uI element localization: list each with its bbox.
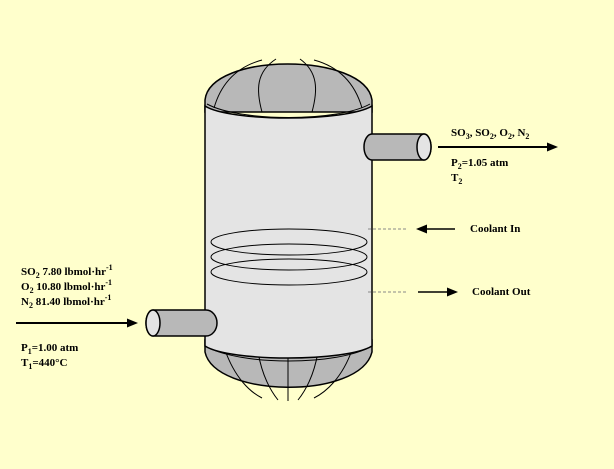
outlet-species-subscript: 2 [525, 132, 529, 141]
arrows [16, 142, 558, 328]
inlet-pressure-subscript: 1 [28, 347, 32, 356]
outlet-species-separator: , [470, 127, 476, 139]
inlet-species-label: O2 10.80 lbmol·hr-1 [21, 278, 112, 295]
coil-loop [210, 243, 368, 271]
outlet-species-symbol: SO [451, 127, 466, 139]
inlet-pipe-mouth [145, 309, 161, 337]
bottom-dome-rib [224, 349, 263, 399]
outlet-species-subscript: 2 [490, 132, 494, 141]
top-dome-rib [299, 58, 317, 113]
outlet-species-subscript: 3 [466, 132, 470, 141]
outlet-species-separator: , [494, 127, 500, 139]
inlet-arrow-head [127, 318, 138, 328]
outlet-species-label: SO3, SO2, O2, N2 [451, 127, 529, 141]
inlet-species-subscript: 2 [36, 271, 40, 280]
coil-loop [210, 228, 368, 256]
inlet-species-symbol: O [21, 281, 30, 293]
coolant-in-arrow-head [416, 224, 427, 234]
outlet-pipe-mouth [416, 133, 432, 161]
inlet-species-flow: 81.40 lbmol·hr [33, 296, 105, 308]
inlet-temperature-subscript: 1 [28, 362, 32, 371]
inlet-species-label: SO2 7.80 lbmol·hr-1 [21, 263, 113, 280]
top-dome [204, 58, 373, 118]
outlet-species-symbol: N [517, 127, 525, 139]
outlet-pressure-value: =1.05 atm [462, 157, 509, 169]
inlet-pressure-label: P1=1.00 atm [21, 342, 78, 356]
inlet-species-exponent: -1 [105, 293, 112, 302]
inlet-temperature-symbol: T [21, 357, 29, 369]
outlet-species-subscript: 2 [508, 132, 512, 141]
outlet-pipe [363, 133, 432, 161]
bottom-dome-rib [313, 349, 353, 399]
outlet-temperature-symbol: T [451, 172, 459, 184]
inlet-species-label: N2 81.40 lbmol·hr-1 [21, 293, 111, 310]
vessel-body [204, 104, 373, 359]
top-dome-rib [213, 59, 263, 109]
inlet-pressure-symbol: P [21, 342, 28, 354]
outlet-arrow-head [547, 142, 558, 152]
outlet-temperature-label: T2 [451, 172, 462, 186]
inlet-species-flow: 7.80 lbmol·hr [40, 266, 106, 278]
inlet-temperature-label: T1=440°C [21, 357, 68, 371]
inlet-pipe [145, 309, 218, 337]
inlet-species-symbol: SO [21, 266, 36, 278]
outlet-species-symbol: SO [475, 127, 490, 139]
inlet-species-symbol: N [21, 296, 29, 308]
outlet-pressure-symbol: P [451, 157, 458, 169]
coolant-in-label: Coolant In [470, 223, 520, 235]
vessel-body-shape [204, 104, 373, 359]
cooling-coil [210, 228, 408, 293]
inlet-species-flow: 10.80 lbmol·hr [34, 281, 106, 293]
inlet-temperature-value: =440°C [32, 357, 67, 369]
outlet-pressure-label: P2=1.05 atm [451, 157, 508, 171]
top-dome-rib [313, 59, 363, 109]
inlet-species-subscript: 2 [29, 301, 33, 310]
inlet-species-exponent: -1 [105, 278, 112, 287]
inlet-species-subscript: 2 [30, 286, 34, 295]
outlet-species-separator: , [512, 127, 518, 139]
coolant-out-arrow-head [447, 287, 458, 297]
coolant-out-label: Coolant Out [472, 286, 531, 298]
outlet-pressure-subscript: 2 [458, 162, 462, 171]
outlet-species-symbol: O [499, 127, 508, 139]
inlet-pressure-value: =1.00 atm [32, 342, 79, 354]
top-dome-rib [258, 58, 277, 113]
outlet-temperature-subscript: 2 [458, 177, 462, 186]
inlet-species-exponent: -1 [106, 263, 113, 272]
coil-loop [210, 258, 368, 286]
top-dome-shape [204, 63, 373, 113]
